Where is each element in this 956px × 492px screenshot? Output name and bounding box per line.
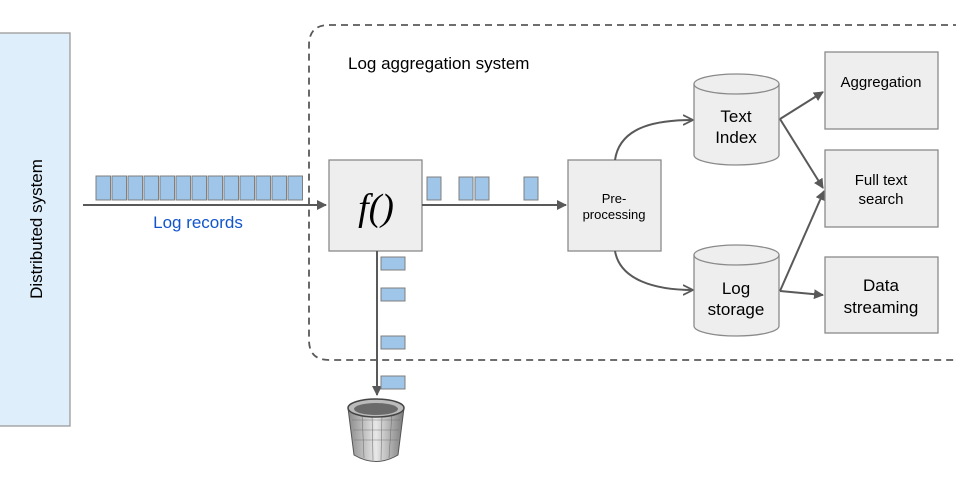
distributed-system-label: Distributed system <box>27 159 46 299</box>
filter-function-box <box>328 159 423 252</box>
log-record-block <box>223 175 239 201</box>
full-text-search-label-line1: Full text <box>855 172 908 189</box>
aggregation-box <box>824 51 939 130</box>
filter-function-label: f() <box>358 187 394 229</box>
log-record-block <box>95 175 111 201</box>
trash-can-icon <box>347 398 405 462</box>
data-streaming-box <box>824 256 939 334</box>
text-index-cylinder: Text Index <box>693 73 780 166</box>
log-record-block <box>458 176 474 201</box>
log-record-block <box>287 175 303 201</box>
to-log-storage-arrow <box>614 250 693 290</box>
log-record-block <box>111 175 127 201</box>
log-records-label: Log records <box>153 213 243 232</box>
log-record-block <box>380 287 406 302</box>
log-record-block <box>191 175 207 201</box>
log-record-block <box>426 176 442 201</box>
log-storage-cylinder: Log storage <box>693 244 780 337</box>
text-index-label-line1: Text <box>720 107 751 126</box>
log-records-queue <box>95 175 303 201</box>
index-to-aggregation-arrow <box>779 91 824 120</box>
log-record-block <box>175 175 191 201</box>
data-streaming-label-line2: streaming <box>844 298 919 317</box>
data-streaming-label-line1: Data <box>863 276 899 295</box>
log-record-block <box>239 175 255 201</box>
discarded-records <box>380 256 406 390</box>
log-record-block <box>523 176 539 201</box>
full-text-search-box <box>824 149 939 228</box>
aggregation-label: Aggregation <box>841 74 922 91</box>
log-record-block <box>143 175 159 201</box>
preprocessing-box <box>567 159 662 252</box>
text-index-label-line2: Index <box>715 128 757 147</box>
log-record-block <box>207 175 223 201</box>
log-record-block <box>159 175 175 201</box>
to-text-index-arrow <box>614 120 693 161</box>
aggregation-system-label: Log aggregation system <box>348 54 529 73</box>
log-storage-label-line2: storage <box>708 300 765 319</box>
full-text-search-label-line2: search <box>858 191 903 208</box>
log-record-block <box>255 175 271 201</box>
log-record-block <box>271 175 287 201</box>
log-record-block <box>380 335 406 350</box>
index-to-search-arrow <box>779 118 824 189</box>
forwarded-records <box>426 176 539 201</box>
log-storage-label-line1: Log <box>722 279 750 298</box>
distributed-system-box: Distributed system <box>0 32 71 427</box>
log-record-block <box>380 256 406 271</box>
storage-to-streaming-arrow <box>779 289 824 300</box>
log-record-block <box>127 175 143 201</box>
aggregation-system-boundary <box>308 24 956 361</box>
preprocessing-label-line2: processing <box>583 207 646 222</box>
log-record-block <box>380 375 406 390</box>
preprocessing-label-line1: Pre- <box>602 191 627 206</box>
storage-to-search-arrow <box>779 190 825 292</box>
log-record-block <box>474 176 490 201</box>
